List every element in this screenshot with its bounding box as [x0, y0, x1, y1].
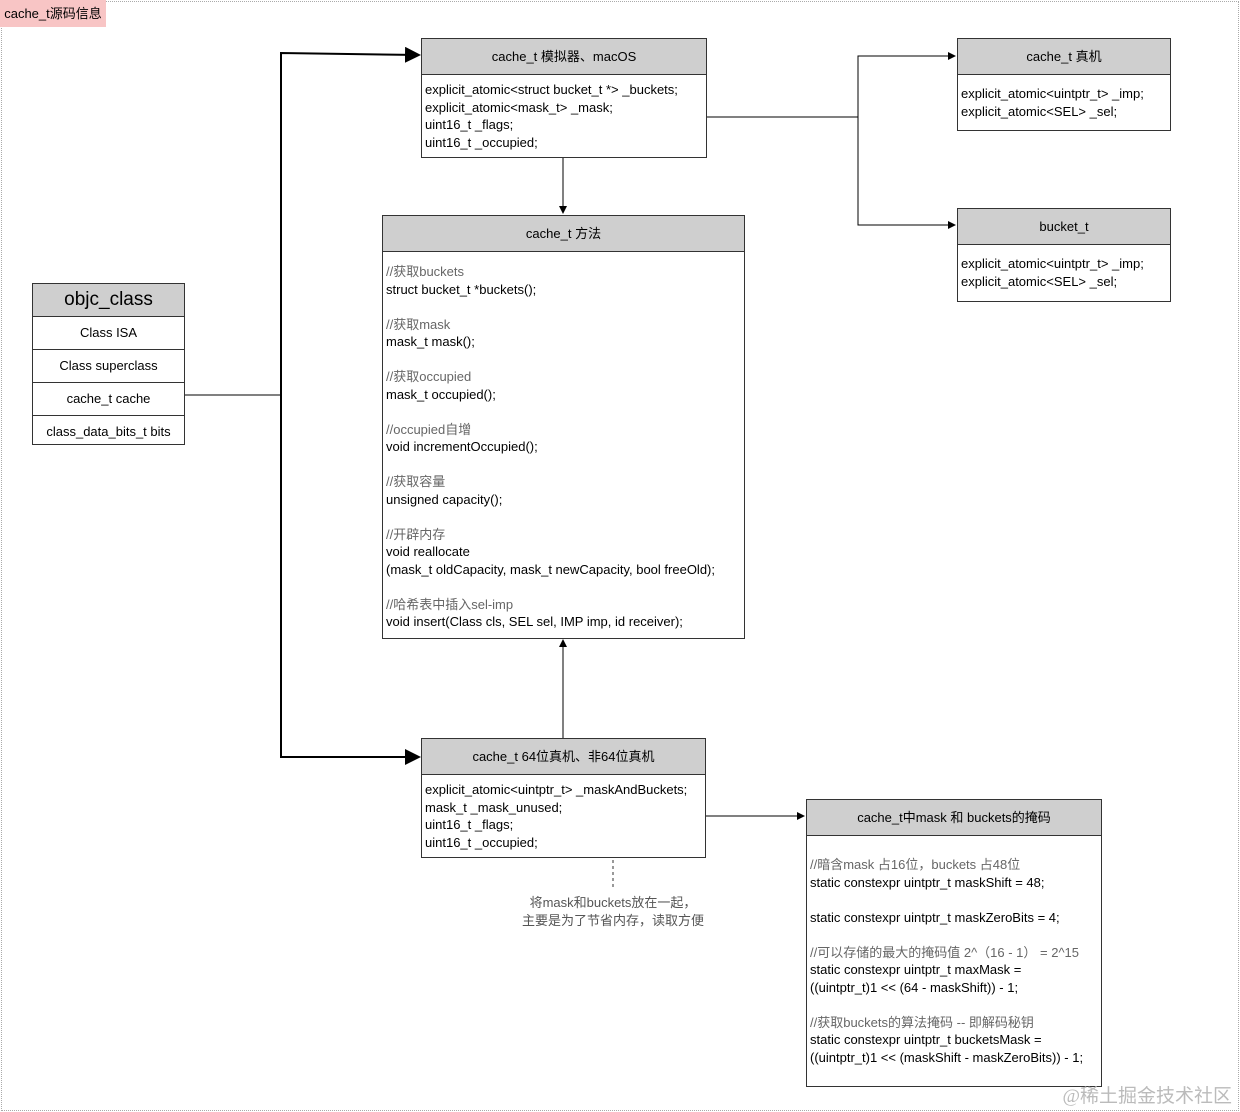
- code-comment: //获取容量: [386, 474, 446, 489]
- cache-device-box: cache_t 真机 explicit_atomic<uintptr_t> _i…: [957, 38, 1171, 131]
- code-group: //获取buckets struct bucket_t *buckets();: [386, 263, 741, 298]
- code-line: static constexpr uintptr_t maxMask = ((u…: [810, 962, 1022, 995]
- field-line: uint16_t _flags;: [425, 117, 514, 132]
- code-comment: //获取mask: [386, 316, 451, 332]
- code-comment: //获取occupied: [386, 369, 472, 384]
- code-comment: //开辟内存: [386, 526, 446, 542]
- watermark: @稀土掘金技术社区: [1062, 1086, 1233, 1107]
- connector-sim-to-device: [707, 52, 956, 118]
- bucket-box: bucket_t explicit_atomic<uintptr_t> _imp…: [957, 208, 1171, 302]
- field-line: uint16_t _occupied;: [425, 834, 538, 850]
- code-line: void reallocate (mask_t oldCapacity, mas…: [386, 544, 715, 577]
- field-line: explicit_atomic<SEL> _sel;: [961, 103, 1118, 119]
- code-comment: //哈希表中插入sel-imp: [386, 596, 514, 612]
- code-group: static constexpr uintptr_t maskZeroBits …: [810, 909, 1098, 927]
- mask-box: cache_t中mask 和 buckets的掩码 //暗含mask 占16位，…: [806, 799, 1102, 1087]
- code-group: //获取容量 unsigned capacity();: [386, 473, 741, 508]
- objc-class-row: Class ISA: [33, 316, 184, 349]
- code-line: mask_t occupied();: [386, 386, 496, 402]
- note-text: 将mask和buckets放在一起， 主要是为了节省内存，读取方便: [503, 894, 723, 930]
- code-comment: //可以存储的最大的掩码值 2^（16 - 1） = 2^15: [810, 944, 1080, 960]
- code-line: unsigned capacity();: [386, 491, 503, 507]
- connector-to-sim: [280, 46, 421, 757]
- connector-to-arm64: [280, 700, 421, 765]
- note-line: 将mask和buckets放在一起，: [529, 895, 697, 910]
- field-line: mask_t _mask_unused;: [425, 799, 563, 815]
- note-line: 主要是为了节省内存，读取方便: [521, 913, 704, 928]
- field-line: explicit_atomic<struct bucket_t *> _buck…: [425, 82, 678, 97]
- bucket-title: bucket_t: [958, 209, 1170, 245]
- cache-arm64-box: cache_t 64位真机、非64位真机 explicit_atomic<uin…: [421, 738, 706, 858]
- code-group: //哈希表中插入sel-imp void insert(Class cls, SE…: [386, 596, 741, 631]
- mask-title: cache_t中mask 和 buckets的掩码: [807, 800, 1101, 836]
- code-group: //暗含mask 占16位，buckets 占48位 static constex…: [810, 856, 1098, 891]
- code-line: static constexpr uintptr_t maskZeroBits …: [810, 909, 1060, 925]
- code-line: static constexpr uintptr_t maskShift = 4…: [810, 874, 1045, 890]
- objc-class-row: cache_t cache: [33, 382, 184, 415]
- objc-class-box: objc_class Class ISA Class superclass ca…: [32, 283, 185, 445]
- code-line: mask_t mask();: [386, 334, 475, 349]
- code-line: struct bucket_t *buckets();: [386, 281, 537, 297]
- cache-methods-box: cache_t 方法 //获取buckets struct bucket_t *b…: [382, 215, 745, 639]
- connector-sim-to-bucket: [857, 117, 956, 229]
- cache-sim-box: cache_t 模拟器、macOS explicit_atomic<struct…: [421, 38, 707, 158]
- code-group: //获取occupied mask_t occupied();: [386, 368, 741, 403]
- code-group: //occupied自增 void incrementOccupied();: [386, 421, 741, 456]
- field-line: explicit_atomic<uintptr_t> _maskAndBucke…: [425, 782, 688, 797]
- objc-class-row: class_data_bits_t bits: [33, 415, 184, 448]
- field-line: uint16_t _occupied;: [425, 134, 538, 150]
- cache-sim-title: cache_t 模拟器、macOS: [422, 39, 706, 75]
- cache-arm64-title: cache_t 64位真机、非64位真机: [422, 739, 705, 775]
- objc-class-title: objc_class: [33, 284, 184, 316]
- code-line: void insert(Class cls, SEL sel, IMP imp,…: [386, 614, 683, 629]
- cache-device-title: cache_t 真机: [958, 39, 1170, 75]
- field-line: uint16_t _flags;: [425, 817, 514, 832]
- code-line: void incrementOccupied();: [386, 439, 538, 454]
- cache-methods-title: cache_t 方法: [383, 216, 744, 252]
- code-group: //开辟内存 void reallocate (mask_t oldCapacit…: [386, 526, 741, 579]
- code-group: //可以存储的最大的掩码值 2^（16 - 1） = 2^15 static co…: [810, 944, 1098, 997]
- diagram-title: cache_t源码信息: [0, 0, 106, 27]
- field-line: explicit_atomic<SEL> _sel;: [961, 273, 1118, 289]
- code-comment: //获取buckets的算法掩码 -- 即解码秘钥: [810, 1014, 1034, 1030]
- field-line: explicit_atomic<uintptr_t> _imp;: [961, 86, 1144, 101]
- field-line: explicit_atomic<mask_t> _mask;: [425, 99, 613, 115]
- code-group: //获取mask mask_t mask();: [386, 316, 741, 351]
- field-line: explicit_atomic<uintptr_t> _imp;: [961, 256, 1144, 271]
- code-comment: //暗含mask 占16位，buckets 占48位: [810, 857, 1021, 872]
- code-line: static constexpr uintptr_t bucketsMask =…: [810, 1032, 1084, 1065]
- objc-class-row: Class superclass: [33, 349, 184, 382]
- code-comment: //获取buckets: [386, 264, 465, 279]
- code-group: //获取buckets的算法掩码 -- 即解码秘钥 static constexp…: [810, 1014, 1098, 1067]
- code-comment: //occupied自增: [386, 421, 472, 437]
